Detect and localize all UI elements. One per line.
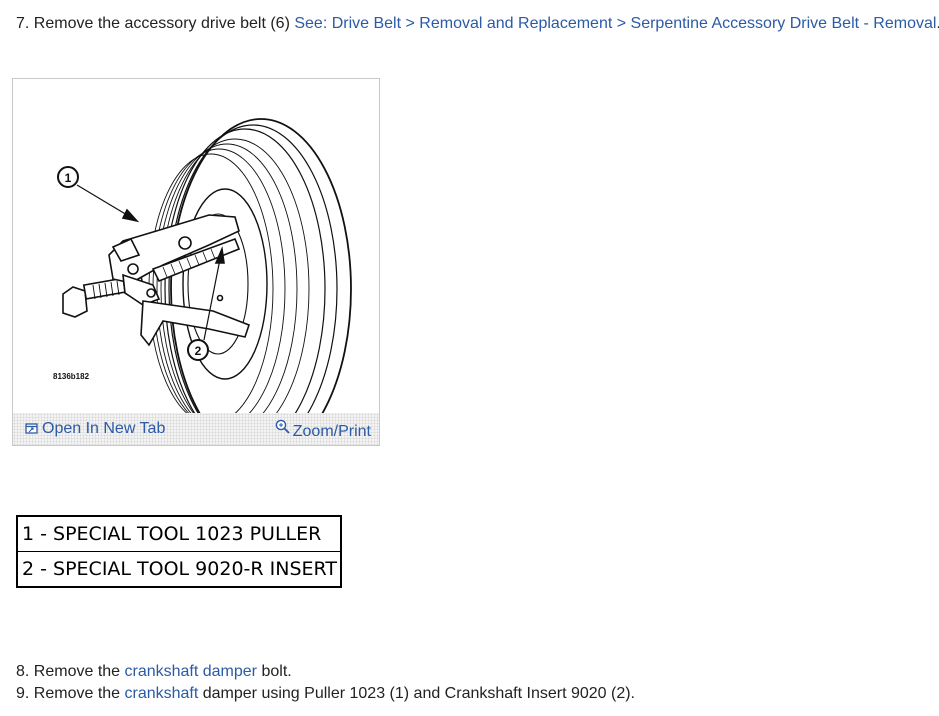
callout-2-label: 2 (195, 344, 202, 358)
crankshaft-damper-link[interactable]: crankshaft damper (124, 663, 258, 680)
figure-code: 8136b182 (53, 372, 90, 381)
step-7-end: . (936, 15, 939, 32)
legend-row: 2 - SPECIAL TOOL 9020-R INSERT (16, 551, 342, 588)
callout-1-label: 1 (65, 171, 72, 185)
step-9-post: damper using Puller 1023 (1) and Cranksh… (198, 685, 635, 702)
zoom-print-label: Zoom/Print (292, 423, 371, 440)
step-9: 9. Remove the crankshaft damper using Pu… (16, 684, 635, 704)
crankshaft-puller-illustration[interactable]: 1 2 8136b182 (13, 79, 379, 415)
legend-cell-1: 1 - SPECIAL TOOL 1023 PULLER (16, 515, 342, 552)
figure-toolbar: Open In New Tab Zoom/Print (13, 413, 379, 445)
step-9-pre: 9. Remove the (16, 685, 125, 702)
legend-row: 1 - SPECIAL TOOL 1023 PULLER (16, 515, 342, 552)
zoom-print-button[interactable]: Zoom/Print (275, 419, 371, 442)
magnifier-icon (275, 419, 290, 434)
open-in-new-tab-button[interactable]: Open In New Tab (25, 419, 165, 439)
step-7: 7. Remove the accessory drive belt (6) S… (16, 14, 939, 34)
figure-panel: 1 2 8136b182 Open In New Tab Zoom/Print (12, 78, 380, 446)
legend-cell-2: 2 - SPECIAL TOOL 9020-R INSERT (16, 551, 342, 588)
tool-legend-table: 1 - SPECIAL TOOL 1023 PULLER 2 - SPECIAL… (16, 515, 342, 588)
step-8-pre: 8. Remove the (16, 663, 125, 680)
open-in-new-tab-label: Open In New Tab (42, 420, 166, 437)
drive-belt-removal-link[interactable]: See: Drive Belt > Removal and Replacemen… (294, 15, 937, 32)
open-new-tab-icon (25, 423, 38, 434)
crankshaft-link[interactable]: crankshaft (124, 685, 199, 702)
step-8: 8. Remove the crankshaft damper bolt. (16, 662, 292, 682)
step-8-post: bolt. (257, 663, 292, 680)
step-7-text: 7. Remove the accessory drive belt (6) (16, 15, 295, 32)
